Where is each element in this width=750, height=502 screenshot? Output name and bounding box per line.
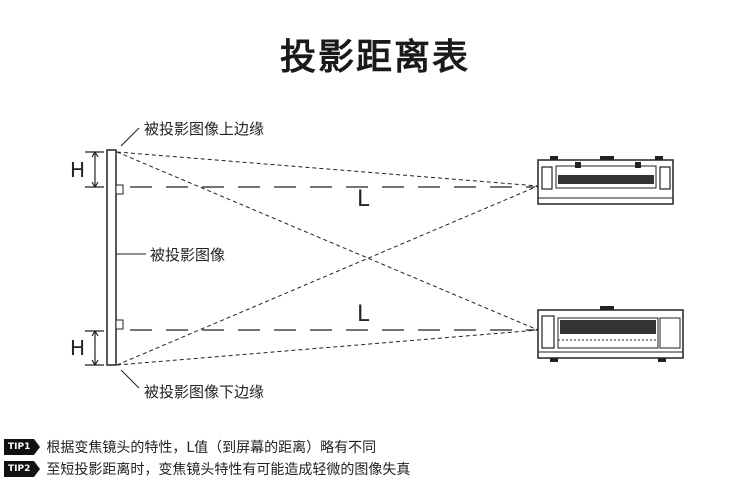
ray-top-projector-to-bottom xyxy=(116,185,539,366)
projector-top xyxy=(537,156,674,205)
ray-bottom-projector-to-bottom xyxy=(116,329,539,366)
h-label-bottom: H xyxy=(70,336,86,360)
h-label-top: H xyxy=(70,158,86,182)
tip-badge: TIP2 xyxy=(4,461,41,477)
tip-text: 根据变焦镜头的特性，L值（到屏幕的距离）略有不同 xyxy=(46,440,377,456)
h-dimension-bottom xyxy=(85,329,104,367)
screen-tab-bottom xyxy=(115,319,124,330)
projection-diagram xyxy=(85,127,684,389)
leader-bottom-edge xyxy=(120,369,140,389)
l-label-bottom: L xyxy=(357,302,370,327)
tip-text: 至短投影距离时，变焦镜头特性有可能造成轻微的图像失真 xyxy=(46,462,411,478)
l-label-top: L xyxy=(357,187,370,212)
label-top-edge: 被投影图像上边缘 xyxy=(144,120,265,138)
label-image: 被投影图像 xyxy=(150,246,226,264)
label-bottom-edge: 被投影图像下边缘 xyxy=(144,383,265,401)
ray-bottom-projector-to-top xyxy=(116,151,539,331)
tip-1: TIP1 根据变焦镜头的特性，L值（到屏幕的距离）略有不同 xyxy=(4,438,376,456)
leader-top-edge xyxy=(120,127,140,147)
screen-tab-top xyxy=(115,184,124,195)
h-dimension-top xyxy=(85,150,104,189)
projector-bottom xyxy=(537,306,684,362)
ray-top-projector-to-top xyxy=(116,151,539,187)
projection-screen xyxy=(106,149,117,366)
tip-2: TIP2 至短投影距离时，变焦镜头特性有可能造成轻微的图像失真 xyxy=(4,460,410,478)
tip-badge: TIP1 xyxy=(4,439,41,455)
page-title: 投影距离表 xyxy=(279,37,470,78)
